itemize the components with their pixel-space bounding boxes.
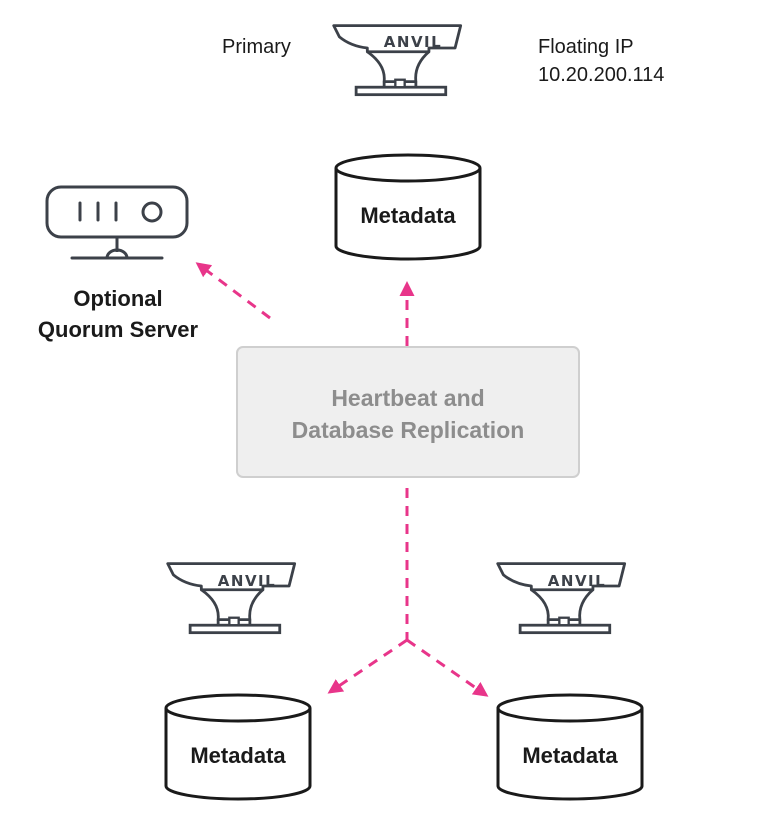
primary-anvil-label: ANVIL <box>384 33 442 51</box>
connector-to-right-db <box>406 638 489 697</box>
left-replica-anvil-label: ANVIL <box>218 572 276 590</box>
left-replica-database-label: Metadata <box>190 743 286 768</box>
quorum-label-line1: Optional <box>73 286 162 311</box>
replication-hub-box <box>236 346 580 478</box>
connector-to-left-db <box>327 638 408 694</box>
right-replica-anvil-label: ANVIL <box>548 572 606 590</box>
quorum-label-line2: Quorum Server <box>38 317 199 342</box>
primary-database-icon <box>334 153 482 261</box>
connector-to-quorum <box>195 262 271 320</box>
connectors <box>195 262 489 697</box>
quorum-server-icon <box>45 185 189 260</box>
hub-label-line2: Database Replication <box>292 417 525 443</box>
floating-ip-value: 10.20.200.114 <box>538 64 664 86</box>
right-replica-database-icon <box>496 693 644 801</box>
floating-ip-label: Floating IP <box>538 36 634 58</box>
hub-label-line1: Heartbeat and <box>331 385 484 411</box>
primary-database-label: Metadata <box>360 203 456 228</box>
left-replica-database-icon <box>164 693 312 801</box>
right-replica-database-label: Metadata <box>522 743 618 768</box>
primary-role-label: Primary <box>222 36 291 58</box>
